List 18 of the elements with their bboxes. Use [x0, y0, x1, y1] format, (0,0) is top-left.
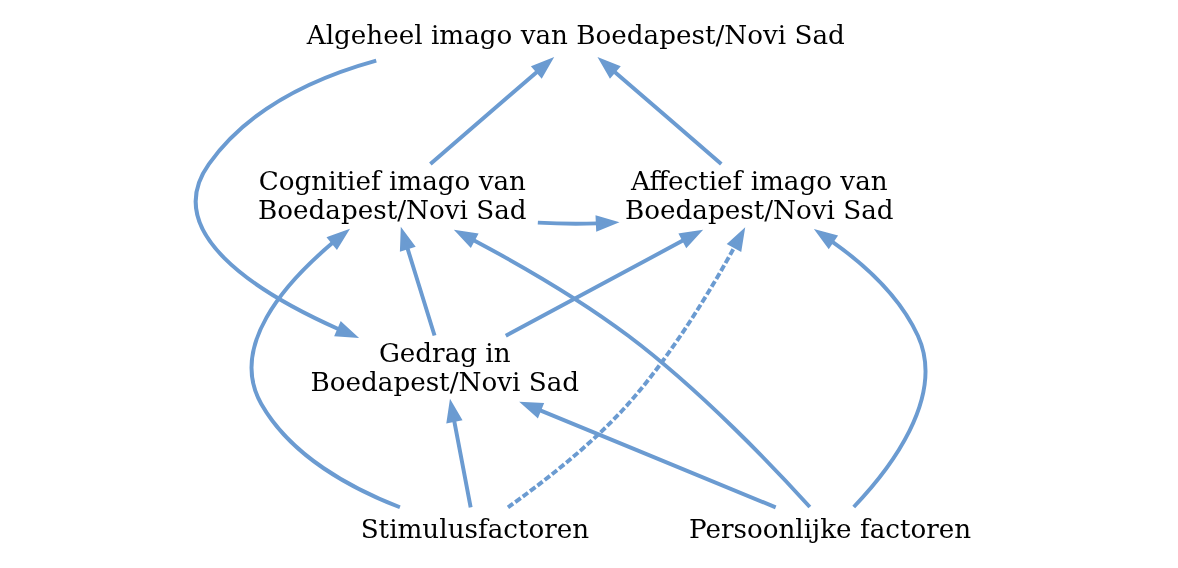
arrow — [429, 56, 555, 166]
arrow — [453, 229, 812, 509]
arrow — [519, 401, 777, 510]
node-text: Gedrag in Boedapest/Novi Sad — [310, 337, 580, 397]
node-text: Stimulusfactoren — [360, 513, 590, 544]
node-text: Algeheel imago van Boedapest/Novi Sad — [306, 19, 845, 50]
arrow — [813, 229, 928, 509]
node-text: Cognitief imago van Boedapest/Novi Sad — [258, 166, 527, 226]
arrow — [446, 398, 473, 508]
arrow — [537, 215, 620, 232]
arrow — [193, 58, 377, 338]
arrow — [399, 226, 437, 337]
arrow — [597, 56, 723, 166]
arrow — [504, 229, 704, 338]
arrow — [249, 228, 401, 510]
arrow — [506, 227, 746, 509]
node-text: Persoonlijke factoren — [688, 513, 972, 544]
node-text: Affectief imago van Boedapest/Novi Sad — [625, 166, 894, 226]
